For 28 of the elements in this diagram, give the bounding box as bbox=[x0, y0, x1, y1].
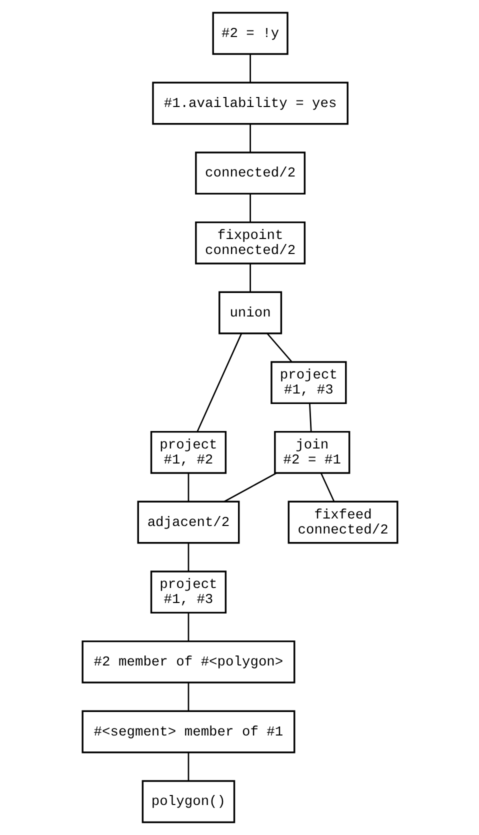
connector bbox=[249, 194, 250, 222]
connector bbox=[249, 264, 250, 292]
node-box: polygon() bbox=[141, 780, 235, 824]
node-box: connected/2 bbox=[194, 152, 306, 195]
node-box: project #1, #3 bbox=[270, 361, 346, 404]
node-box: project #1, #3 bbox=[150, 570, 226, 614]
node-box: #<segment> member of #1 bbox=[81, 710, 295, 754]
node-box: join #2 = #1 bbox=[274, 430, 350, 474]
node-box: project #1, #2 bbox=[150, 430, 226, 474]
connector bbox=[187, 752, 189, 781]
connector bbox=[308, 403, 312, 432]
connector bbox=[196, 333, 242, 432]
node-box: #1.availability = yes bbox=[152, 82, 348, 125]
connector bbox=[223, 472, 276, 502]
node-box: adjacent/2 bbox=[136, 500, 240, 544]
connector bbox=[187, 612, 189, 642]
connector bbox=[187, 542, 189, 572]
node-box: #2 = !y bbox=[212, 12, 288, 55]
connector bbox=[249, 124, 250, 152]
connector bbox=[320, 472, 334, 502]
node-box: fixpoint connected/2 bbox=[194, 221, 306, 264]
node-box: union bbox=[218, 291, 282, 334]
connector bbox=[187, 682, 189, 711]
connector bbox=[249, 54, 250, 82]
node-box: fixfeed connected/2 bbox=[287, 500, 398, 544]
connector bbox=[266, 332, 292, 362]
connector bbox=[187, 473, 189, 502]
node-box: #2 member of #<polygon> bbox=[81, 640, 295, 684]
